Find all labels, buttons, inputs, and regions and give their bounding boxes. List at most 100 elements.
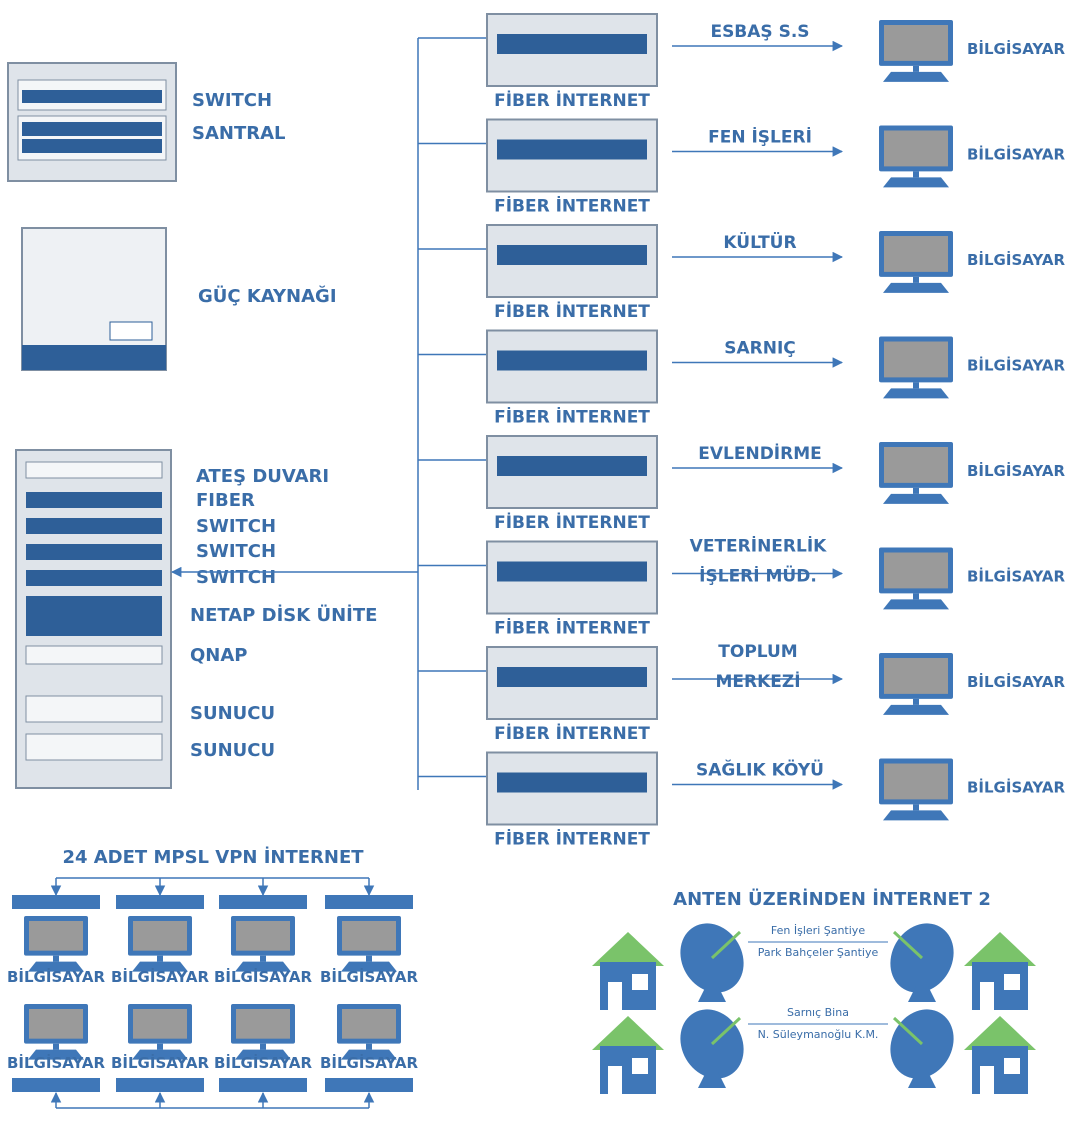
monitor-stand	[366, 1043, 372, 1050]
computer-icon	[879, 231, 953, 293]
monitor-screen	[236, 1009, 290, 1039]
computer-icon	[879, 336, 953, 399]
computer-label: BİLGİSAYAR	[967, 356, 1065, 375]
monitor-stand	[260, 955, 266, 962]
dish-feed	[892, 930, 924, 960]
keyboard-icon	[883, 810, 949, 821]
house-left-top	[592, 932, 664, 1010]
fiber-device-label: FİBER İNTERNET	[494, 195, 650, 217]
computer-icon	[879, 442, 953, 504]
dish-base	[908, 986, 936, 1002]
monitor-stand	[913, 276, 919, 283]
device-unit	[497, 245, 647, 265]
site-label: FEN İŞLERİ	[708, 126, 812, 148]
monitor-stand	[913, 171, 919, 178]
monitor-screen	[884, 236, 948, 272]
monitor-screen	[133, 921, 187, 951]
fiber-device-label: FİBER İNTERNET	[494, 828, 650, 850]
monitor-stand	[913, 804, 919, 811]
house-right-top	[964, 932, 1036, 1010]
monitor-stand	[366, 955, 372, 962]
monitor-stand	[53, 955, 59, 962]
dish-feed	[892, 1016, 924, 1046]
site-label-line2: MERKEZİ	[715, 670, 800, 692]
fiber-device	[486, 646, 658, 720]
dish-left-bottom	[680, 1009, 744, 1088]
fiber-device	[486, 329, 658, 404]
device-unit	[497, 139, 647, 160]
monitor-stand	[157, 1043, 163, 1050]
firewall-label: ATEŞ DUVARI	[196, 466, 329, 487]
keyboard-icon	[235, 961, 291, 972]
monitor-screen	[884, 763, 948, 800]
dish-right-bottom	[890, 1009, 954, 1088]
antenna-link-lower: Park Bahçeler Şantiye	[758, 946, 879, 959]
fiber-device	[486, 13, 658, 87]
keyboard-icon	[883, 282, 949, 293]
house-roof	[964, 932, 1036, 966]
vpn-computer-bottom	[337, 1004, 401, 1060]
computer-label: BİLGİSAYAR	[967, 461, 1065, 480]
vpn-computer-top-label: BİLGİSAYAR	[214, 967, 312, 986]
fiber-device-label: FİBER İNTERNET	[494, 722, 650, 744]
antenna-link-lower: N. Süleymanoğlu K.M.	[758, 1028, 879, 1041]
vpn-computer-bottom	[24, 1004, 88, 1060]
keyboard-icon	[28, 961, 84, 972]
antenna-title: ANTEN ÜZERİNDEN İNTERNET 2	[673, 888, 991, 910]
keyboard-icon	[28, 1049, 84, 1060]
dish-left-top	[680, 923, 744, 1002]
keyboard-icon	[883, 177, 949, 188]
house-door	[980, 982, 994, 1010]
device-unit	[497, 772, 647, 793]
monitor-screen	[236, 921, 290, 951]
vpn-router-bottom	[219, 1078, 307, 1092]
vpn-computer-bottom-label: BİLGİSAYAR	[320, 1053, 418, 1072]
monitor-screen	[884, 25, 948, 61]
main-rack: ATEŞ DUVARI FIBER SWITCH SWITCH SWITCH N…	[15, 449, 377, 789]
fiber-device	[486, 118, 658, 193]
fiber-device	[486, 540, 658, 615]
fiber-device-label: FİBER İNTERNET	[494, 617, 650, 639]
monitor-screen	[884, 658, 948, 694]
monitor-stand	[913, 698, 919, 705]
monitor-screen	[884, 341, 948, 378]
keyboard-icon	[883, 493, 949, 504]
site-label-line1: VETERİNERLİK	[690, 535, 827, 557]
vpn-computer-bottom-label: BİLGİSAYAR	[214, 1053, 312, 1072]
device-unit	[497, 350, 647, 371]
vpn-computer-top-label: BİLGİSAYAR	[320, 967, 418, 986]
keyboard-icon	[883, 388, 949, 399]
vpn-section: 24 ADET MPSL VPN İNTERNET BİLGİSAYARBİLG…	[7, 846, 418, 1109]
server-1-label: SUNUCU	[190, 703, 275, 724]
site-label: EVLENDİRME	[698, 442, 822, 464]
netap-label: NETAP DİSK ÜNİTE	[190, 604, 377, 626]
house-left-bottom	[592, 1016, 664, 1094]
device-unit	[497, 456, 647, 476]
fiber-device	[486, 435, 658, 509]
computer-label: BİLGİSAYAR	[967, 145, 1065, 164]
switch-2-label: SWITCH	[196, 541, 276, 562]
monitor-stand	[157, 955, 163, 962]
site-label: SAĞLIK KÖYÜ	[696, 759, 824, 781]
vpn-computer-top	[337, 916, 401, 972]
fiber-device	[486, 751, 658, 826]
site-label: KÜLTÜR	[723, 231, 796, 253]
qnap-label: QNAP	[190, 645, 248, 666]
santral-label: SANTRAL	[192, 123, 286, 144]
device-unit	[497, 667, 647, 687]
computer-label: BİLGİSAYAR	[967, 672, 1065, 691]
house-roof	[964, 1016, 1036, 1050]
monitor-screen	[29, 921, 83, 951]
house-roof	[592, 1016, 664, 1050]
keyboard-icon	[132, 961, 188, 972]
antenna-link-upper: Sarnıç Bina	[787, 1006, 849, 1019]
antenna-section: ANTEN ÜZERİNDEN İNTERNET 2 Fen İşleri Şa…	[592, 888, 1036, 1094]
switch-3-label: SWITCH	[196, 567, 276, 588]
house-right-bottom	[964, 1016, 1036, 1094]
